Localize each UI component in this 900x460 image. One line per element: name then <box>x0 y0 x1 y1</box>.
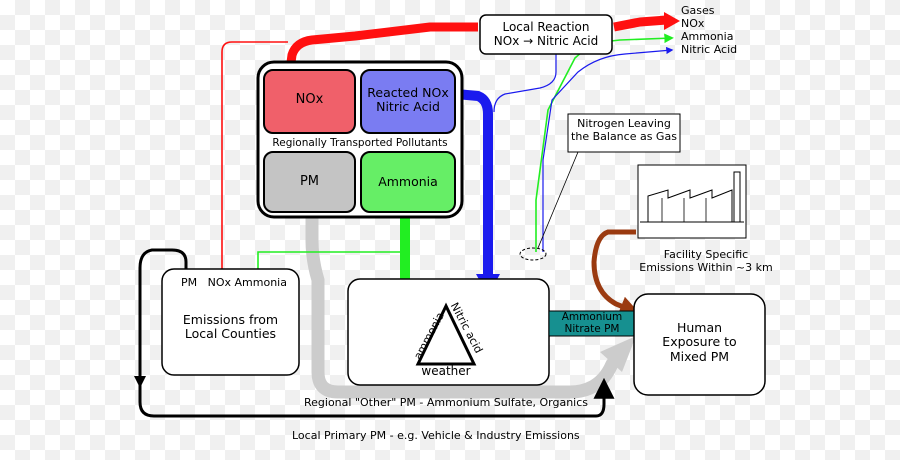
local-reaction-blue-line <box>493 44 557 113</box>
output-ammonia-label: Ammonia <box>681 30 734 43</box>
nitrogen-leaving-line2: the Balance as Gas <box>571 129 677 143</box>
nitric-acid-blue-line <box>542 46 674 252</box>
local-primary-pm-label: Local Primary PM - e.g. Vehicle & Indust… <box>292 429 580 442</box>
nox-box <box>263 69 356 134</box>
nox-label: NOx <box>295 92 324 107</box>
regional-other-pm-arrow <box>305 205 619 399</box>
ammonia-label: Ammonia <box>378 174 438 189</box>
human-line3: Mixed PM <box>669 348 730 364</box>
output-nox-label: NOx <box>681 17 705 30</box>
facility-line2: Emissions Within ~3 km <box>639 260 773 274</box>
regional-pollutants-label: Regionally Transported Pollutants <box>272 137 448 149</box>
pm-box <box>263 151 356 213</box>
ammonium-nitrate-box <box>548 310 636 337</box>
local-reaction-line1: Local Reaction <box>502 20 590 34</box>
reacted-blue-arrow <box>455 89 493 278</box>
reaction-triangle <box>415 302 477 366</box>
regional-other-pm-label: Regional "Other" PM - Ammonium Sulfate, … <box>304 396 588 409</box>
reacted-nox-box <box>360 69 456 134</box>
reacted-label: Reacted NOx Nitric Acid <box>361 85 455 115</box>
facility-line1: Facility Specific <box>663 248 749 261</box>
pm-label: PM <box>299 174 320 189</box>
ammonium-line1: Ammonium <box>561 311 623 323</box>
facility-brown-arrow <box>591 229 640 316</box>
ammonium-line2: Nitrate PM <box>564 323 620 335</box>
local-reaction-label: Local Reaction NOx → Nitric Acid <box>480 20 612 49</box>
local-emissions-header: PM NOx Ammonia <box>181 276 287 289</box>
nox-red-arrow <box>285 15 668 71</box>
emissions-line1: Emissions from <box>182 312 279 327</box>
human-exposure-label: Human Exposure to Mixed PM <box>634 320 765 364</box>
ammonia-box <box>360 151 456 213</box>
gas-leak-ellipse <box>519 247 547 261</box>
outputs-legend: Gases NOx Ammonia Nitric Acid <box>681 4 737 56</box>
local-reaction-line2: NOx → Nitric Acid <box>493 33 599 48</box>
regional-other-pm-arrowhead <box>600 336 636 372</box>
emissions-line2: Local Counties <box>184 326 277 342</box>
ammonium-nitrate-label: Ammonium Nitrate PM <box>549 311 635 335</box>
nox-red-arrowhead <box>664 12 680 30</box>
facility-icon <box>637 164 747 239</box>
local-emissions-box <box>161 268 300 376</box>
human-line1: Human <box>676 320 723 335</box>
nitrogen-leaving-pointer <box>537 151 579 249</box>
nitrogen-leaving-label: Nitrogen Leaving the Balance as Gas <box>568 117 680 143</box>
local-primary-pm-arrow <box>138 248 615 418</box>
local-nox-line <box>221 41 288 276</box>
nitrogen-leaving-line1: Nitrogen Leaving <box>577 117 671 130</box>
local-ammonia-line <box>257 251 405 276</box>
output-gases-label: Gases <box>681 4 715 17</box>
local-emissions-label: Emissions from Local Counties <box>162 312 299 342</box>
human-exposure-box <box>633 293 766 396</box>
local-primary-pm-side-arrowhead <box>134 376 146 388</box>
nitrogen-leaving-box <box>567 113 681 153</box>
facility-label: Facility Specific Emissions Within ~3 km <box>626 248 786 274</box>
triangle-weather-label: weather <box>421 364 471 378</box>
reacted-line2: Nitric Acid <box>376 99 440 115</box>
reacted-line1: Reacted NOx <box>367 85 449 100</box>
human-line2: Exposure to <box>662 334 737 350</box>
local-reaction-box <box>479 14 613 55</box>
output-nitric-acid-label: Nitric Acid <box>681 43 738 56</box>
